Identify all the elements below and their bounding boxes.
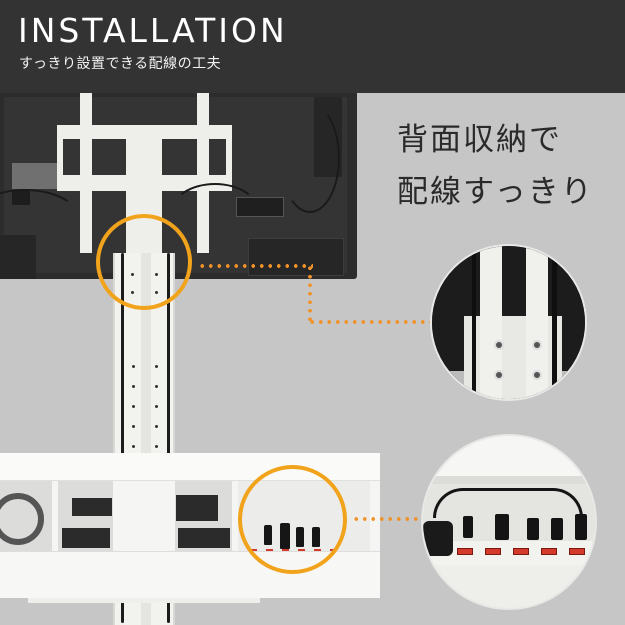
pole-hole [132,365,135,368]
pole-hole [132,405,135,408]
pole-hole [155,425,158,428]
callout-line-2: 配線すっきり [397,174,594,210]
cable-center [170,183,260,243]
pole-hole [155,405,158,408]
pole-hole [155,365,158,368]
product-scene: 背面収納で 配線すっきり [0,93,625,625]
cable-left [0,189,80,249]
pole-hole [132,385,135,388]
pole-groove [141,253,151,625]
pole-hole [132,425,135,428]
header-title: INSTALLATION [18,11,288,50]
highlight-ring-joint [96,214,192,310]
pole-hole [155,385,158,388]
callout-line-1: 背面収納で [397,122,562,158]
bracket-frame-left [57,139,63,189]
pole-hole [132,445,135,448]
pole-cable-left [121,253,124,623]
pole-cable-right [167,253,170,623]
tv-bottom-panel [248,238,344,276]
header-banner: INSTALLATION すっきり設置できる配線の工夫 [0,0,625,93]
av-device-1 [72,498,112,516]
highlight-ring-power-strip [238,465,347,574]
header-subtitle: すっきり設置できる配線の工夫 [19,56,222,72]
connector-dots-1a [198,264,313,268]
vesa-rail-left [80,93,92,253]
connector-dots-2 [352,517,424,521]
detail-circle-power-strip [421,434,597,610]
connector-dots-1b [308,264,312,322]
av-device-2 [62,528,110,548]
detail-circle-joint [430,244,587,401]
connector-dots-1c [308,320,432,324]
av-device-3 [176,495,218,521]
tv-back-panel [0,93,357,279]
tv-spec-label [12,163,57,189]
bracket-frame-right [226,139,232,189]
cable-right [280,103,340,213]
callout-text: 背面収納で 配線すっきり [397,114,594,218]
pole-hole [155,445,158,448]
stand-base-plate [28,598,260,603]
av-device-4 [178,528,230,548]
cable-coil [0,493,44,545]
